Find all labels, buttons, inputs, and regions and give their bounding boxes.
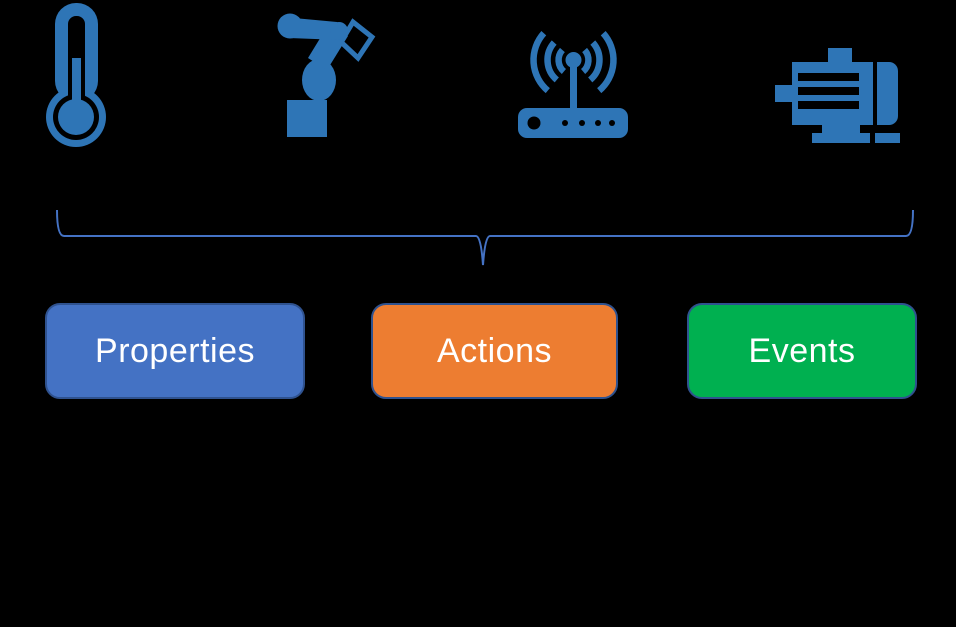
robot-arm-icon [277,13,376,137]
actions-label: Actions [437,332,552,370]
properties-box: Properties [45,303,305,399]
curly-brace [56,209,914,266]
thermometer-icon [46,3,106,147]
events-label: Events [748,332,856,370]
events-box: Events [687,303,917,399]
electric-motor-icon [775,48,900,143]
properties-label: Properties [95,332,255,370]
actions-box: Actions [371,303,618,399]
wireless-router-icon [518,31,628,138]
